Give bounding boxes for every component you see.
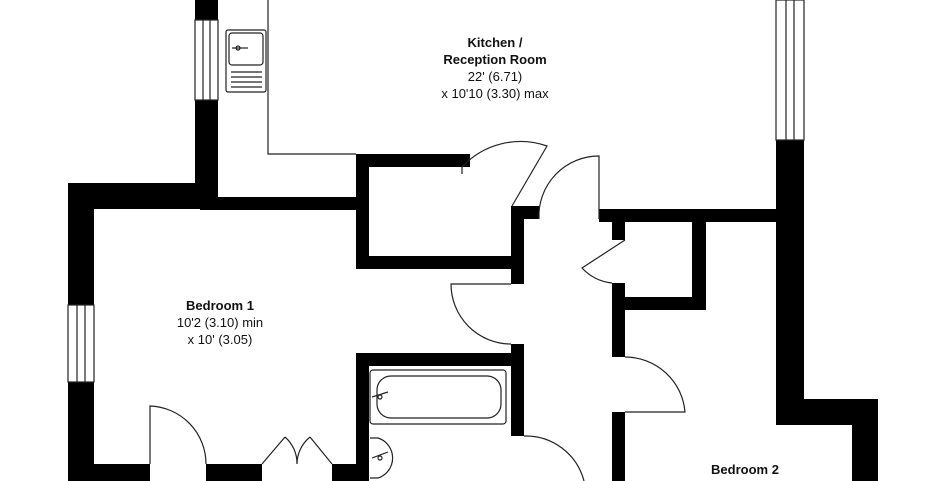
room-dimensions: x 10' (3.05): [187, 332, 253, 347]
room-label-bedroom2: Bedroom 2: [660, 461, 830, 478]
door-bedroom2: [624, 356, 686, 413]
wall-bedroom2-right-lower: [852, 399, 878, 481]
wall-store-left-upper: [612, 222, 625, 240]
bathtub: [369, 369, 507, 425]
door-kitchen-cupboard: [461, 140, 548, 207]
wall-bathroom-right: [511, 344, 524, 436]
room-dimensions: 10'2 (3.10) min: [176, 315, 264, 330]
wall-kitchen-right: [776, 140, 804, 222]
wall-bedroom1-top: [200, 197, 360, 210]
wall-kitchen-left-upper: [195, 0, 218, 20]
door-store: [581, 239, 626, 284]
room-dimensions: x 10'10 (3.30) max: [441, 86, 549, 101]
wall-bedroom1-bottom-c: [332, 464, 369, 481]
kitchen-sink: [225, 29, 267, 93]
wall-hall-left-upper: [511, 206, 539, 219]
wall-cupboard-right-stub: [511, 206, 524, 284]
wardrobe-doors: [261, 436, 333, 465]
wall-store-bottom: [612, 297, 706, 310]
door-bedroom1-entry: [149, 405, 207, 465]
room-name: Bedroom 1: [186, 298, 254, 313]
fittings: [225, 0, 507, 479]
room-name: Reception Room: [443, 52, 547, 67]
wall-bedroom1-bottom-b: [206, 464, 262, 481]
wall-bedroom1-left-lower: [68, 382, 94, 481]
wall-store-left-lower: [612, 283, 625, 357]
wall-bedroom2-right-upper: [776, 209, 804, 412]
room-label-bedroom1: Bedroom 1 10'2 (3.10) min x 10' (3.05): [130, 297, 310, 348]
wall-bedroom1-left-upper: [68, 183, 94, 305]
walls: [68, 0, 878, 481]
wall-bedroom1-bottom-a: [94, 464, 150, 481]
wall-kitchen-left-lower: [195, 100, 218, 195]
wall-cupboard-bottom: [356, 256, 524, 269]
kitchen-counter: [267, 0, 356, 155]
basin: [370, 437, 394, 479]
wall-bedroom2-left: [612, 412, 625, 481]
window-kitchen-right: [775, 0, 805, 141]
windows: [67, 0, 805, 383]
wall-bathroom-left: [356, 353, 369, 481]
door-bedroom1: [450, 283, 512, 345]
window-bedroom1: [67, 304, 95, 383]
room-name: Kitchen /: [467, 35, 523, 50]
room-label-kitchen: Kitchen / Reception Room 22' (6.71) x 10…: [400, 34, 590, 102]
room-name: Bedroom 2: [711, 462, 779, 477]
wall-cupboard-top: [356, 154, 470, 167]
wall-bathroom-top: [356, 353, 524, 366]
doors: [149, 140, 686, 481]
wall-cupboard-left: [356, 154, 369, 269]
door-bathroom: [523, 435, 585, 481]
door-hall-top: [538, 155, 600, 220]
wall-store-right: [692, 209, 706, 310]
room-dimensions: 22' (6.71): [467, 69, 523, 84]
window-kitchen-left: [194, 19, 219, 101]
